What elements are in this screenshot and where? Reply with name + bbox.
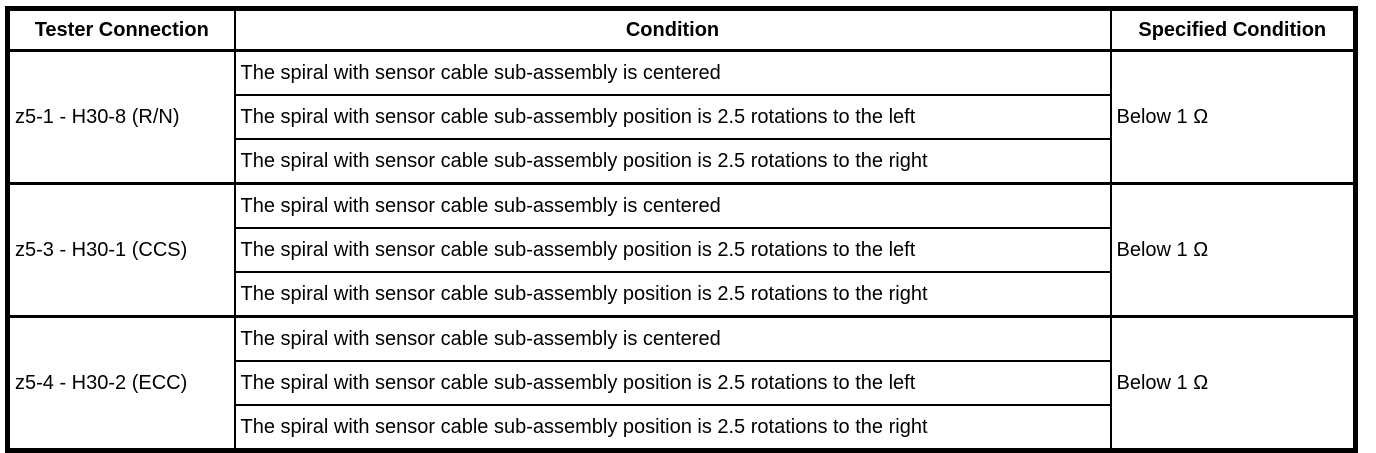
condition-cell: The spiral with sensor cable sub-assembl… — [233, 271, 1112, 318]
specified-condition-cell: Below 1 Ω — [1109, 182, 1357, 318]
condition-cell: The spiral with sensor cable sub-assembl… — [233, 138, 1112, 185]
table-row: The spiral with sensor cable sub-assembl… — [8, 138, 1356, 185]
tester-connection-cell: z5-3 - H30-1 (CCS) — [6, 182, 236, 318]
tester-connection-cell: z5-4 - H30-2 (ECC) — [6, 315, 236, 452]
table-row: The spiral with sensor cable sub-assembl… — [8, 360, 1356, 406]
condition-cell: The spiral with sensor cable sub-assembl… — [233, 404, 1112, 452]
condition-cell: The spiral with sensor cable sub-assembl… — [233, 49, 1112, 96]
specification-table: Tester Connection Condition Specified Co… — [5, 6, 1358, 453]
condition-cell: The spiral with sensor cable sub-assembl… — [233, 227, 1112, 273]
table-row: z5-4 - H30-2 (ECC) The spiral with senso… — [6, 315, 1357, 452]
document-page: Tester Connection Condition Specified Co… — [5, 6, 1358, 453]
table-row: z5-3 - H30-1 (CCS) The spiral with senso… — [6, 182, 1357, 318]
condition-cell: The spiral with sensor cable sub-assembl… — [233, 94, 1112, 140]
condition-cell: The spiral with sensor cable sub-assembl… — [233, 360, 1112, 406]
tester-connection-cell: z5-1 - H30-8 (R/N) — [6, 49, 236, 185]
table-row: The spiral with sensor cable sub-assembl… — [8, 227, 1356, 273]
condition-cell: The spiral with sensor cable sub-assembl… — [233, 315, 1112, 362]
table-row: The spiral with sensor cable sub-assembl… — [8, 94, 1356, 140]
table-row: z5-1 - H30-8 (R/N) The spiral with senso… — [6, 49, 1357, 185]
specified-condition-cell: Below 1 Ω — [1109, 49, 1357, 185]
column-header-condition: Condition — [233, 7, 1112, 52]
condition-cell: The spiral with sensor cable sub-assembl… — [233, 182, 1112, 229]
table-row: The spiral with sensor cable sub-assembl… — [8, 271, 1356, 318]
header-row: Tester Connection Condition Specified Co… — [6, 7, 1357, 52]
column-header-specified-condition: Specified Condition — [1109, 7, 1357, 52]
column-header-tester-connection: Tester Connection — [6, 7, 236, 52]
specified-condition-cell: Below 1 Ω — [1109, 315, 1357, 452]
